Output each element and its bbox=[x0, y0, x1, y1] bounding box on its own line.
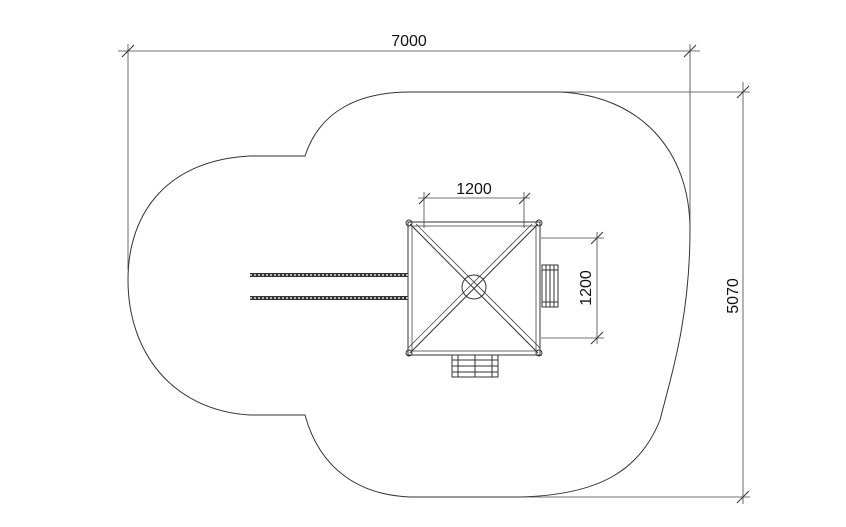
slide-rails bbox=[250, 273, 408, 300]
tower-roof bbox=[405, 219, 543, 357]
dimension-label-overall-width: 7000 bbox=[391, 33, 427, 50]
post-bottom-left bbox=[405, 349, 413, 357]
safety-zone-outline bbox=[127, 91, 691, 498]
post-bottom-right bbox=[535, 349, 543, 357]
dimension-label-tower-width: 1200 bbox=[456, 181, 492, 198]
dimension-label-overall-depth: 5070 bbox=[725, 278, 742, 314]
dimension-label-tower-depth: 1200 bbox=[578, 270, 595, 306]
dimension-overall-depth: 5070 bbox=[520, 82, 750, 504]
dimension-overall-width: 7000 bbox=[118, 33, 700, 270]
steps-bottom bbox=[451, 354, 499, 378]
post-top-left bbox=[405, 219, 413, 227]
dimension-tower-depth: 1200 bbox=[541, 231, 604, 345]
post-top-right bbox=[535, 219, 543, 227]
ladder-right bbox=[541, 264, 559, 308]
dimension-tower-width: 1200 bbox=[418, 181, 531, 228]
